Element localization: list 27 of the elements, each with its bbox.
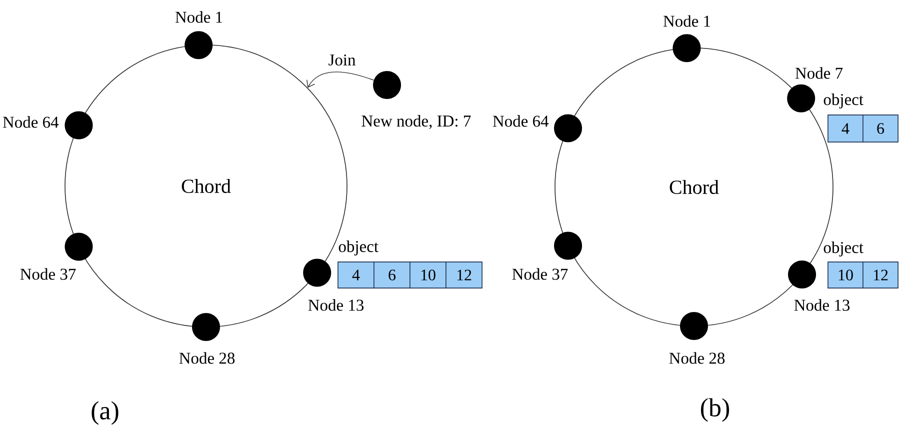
node-label: Node 37 bbox=[20, 268, 76, 280]
array-cell: 10 bbox=[828, 262, 864, 288]
array-cell: 6 bbox=[862, 114, 898, 142]
node-label: New node, ID: 7 bbox=[362, 115, 471, 129]
node-label: Node 1 bbox=[175, 11, 222, 23]
panel-label: (b) bbox=[701, 398, 729, 422]
node-label: Node 28 bbox=[179, 352, 235, 364]
array-cell: 10 bbox=[410, 262, 446, 288]
edge-label: Join bbox=[327, 53, 357, 67]
array-label: object bbox=[824, 242, 864, 256]
array-cell: 12 bbox=[446, 262, 482, 288]
node-label: Node 64 bbox=[2, 116, 59, 128]
array-cell: 4 bbox=[338, 262, 374, 288]
node-label: Node 1 bbox=[663, 15, 710, 27]
node-label: Node 13 bbox=[308, 299, 364, 311]
node-label: Node 37 bbox=[512, 268, 568, 280]
array-cell: 4 bbox=[828, 114, 864, 142]
array-label: object bbox=[338, 240, 378, 256]
panel-label: (a) bbox=[92, 401, 118, 425]
node-label: Node 64 bbox=[492, 115, 549, 127]
node-label: Node 13 bbox=[794, 299, 850, 311]
curved-arrow bbox=[306, 72, 374, 88]
array-label: object bbox=[824, 94, 864, 108]
node-label: Node 28 bbox=[669, 352, 725, 364]
node-label: Node 7 bbox=[795, 67, 843, 79]
array-cell: 12 bbox=[862, 262, 898, 288]
array-cell: 6 bbox=[374, 262, 410, 288]
